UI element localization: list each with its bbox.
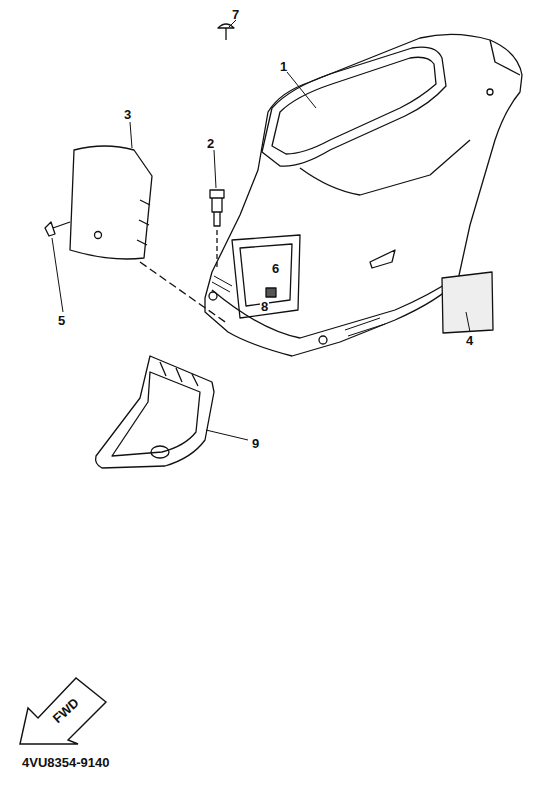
callout-number: 6 (272, 262, 279, 275)
leader-lines (52, 20, 470, 440)
seat-opening-inner (272, 57, 436, 154)
callout-number: 1 (280, 60, 287, 73)
mount-hole (487, 89, 493, 95)
seat-opening (262, 47, 446, 166)
lid-tabs (137, 200, 150, 245)
under-cover-inner (112, 372, 200, 456)
callout-number: 9 (252, 437, 259, 450)
assembly-line (140, 262, 228, 324)
arrow-shape (20, 678, 106, 744)
lower-lip (212, 278, 455, 338)
side-crease (300, 140, 470, 195)
body-cover (205, 34, 522, 356)
callout-number: 4 (466, 334, 473, 347)
diagram-code: 4VU8354-9140 (22, 756, 109, 769)
bolt (210, 190, 224, 226)
callout-number: 8 (260, 300, 269, 313)
battery-box-inner (240, 244, 292, 306)
mount-hole (319, 336, 327, 344)
callout-number: 7 (232, 8, 239, 21)
step-ridges (212, 276, 385, 336)
lid-panel (70, 146, 152, 259)
mount-hole (209, 292, 217, 300)
clip-nut (266, 288, 276, 297)
callout-number: 2 (207, 137, 214, 150)
direction-arrow: FWD (18, 672, 110, 746)
callout-number: 5 (58, 314, 65, 327)
battery-box (232, 235, 300, 318)
side-vent (370, 250, 395, 268)
rear-hump (490, 40, 520, 75)
under-cover (96, 356, 214, 468)
bolt-axis (216, 230, 217, 268)
under-cover-tabs (160, 362, 198, 386)
lid-hole (95, 232, 102, 239)
under-cover-hole (151, 446, 169, 458)
decal (442, 272, 493, 333)
screw (45, 222, 70, 236)
callout-number: 3 (124, 108, 131, 121)
screw (218, 24, 234, 40)
